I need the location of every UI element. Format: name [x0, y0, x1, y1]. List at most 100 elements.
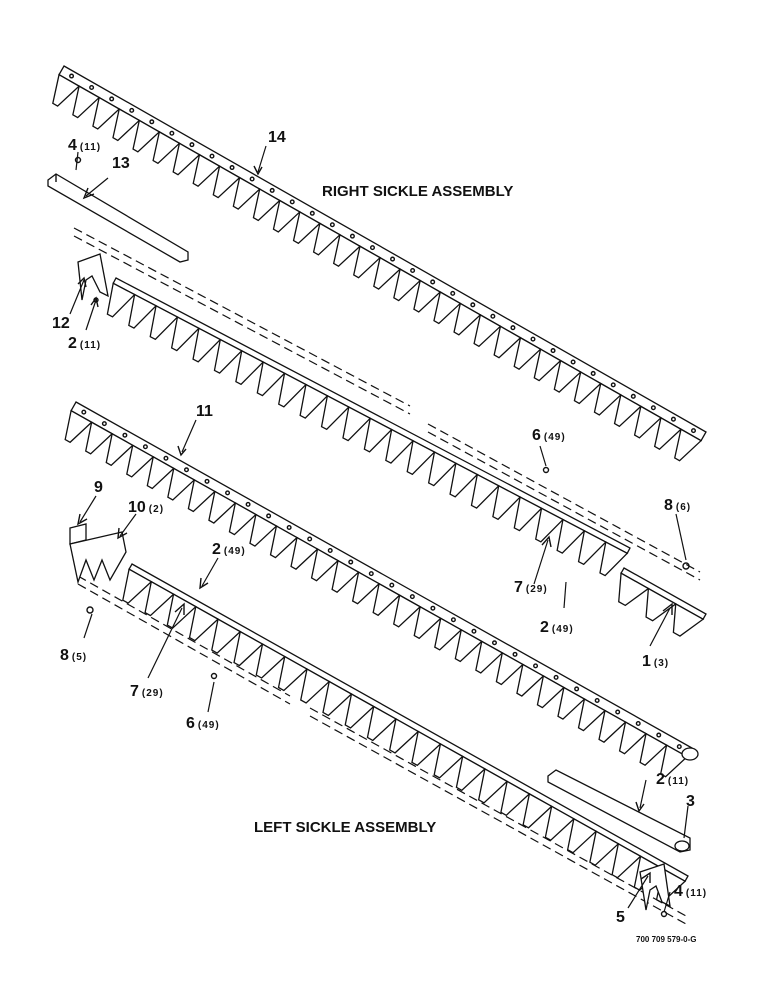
wear-strip-right-1 [73, 227, 411, 415]
knife-section [363, 417, 393, 453]
knife-section [535, 507, 565, 543]
knife-section [385, 428, 415, 464]
rivet [122, 432, 128, 438]
rivet [225, 490, 231, 496]
knife-section [320, 394, 350, 431]
knife-section [106, 282, 136, 318]
rivet [329, 222, 335, 228]
rivet [369, 245, 375, 251]
fastener [660, 910, 668, 918]
knife-section [455, 755, 487, 792]
knife-section [72, 85, 101, 119]
knife-section [598, 709, 627, 743]
rivet [368, 571, 374, 577]
knife-section [477, 767, 509, 804]
knife-section [618, 572, 650, 607]
knife-section [495, 651, 524, 686]
rivet [69, 73, 75, 79]
right-knife-set [106, 277, 631, 577]
sickle-head-section-left [69, 531, 127, 585]
knife-section [187, 478, 216, 513]
rivet [430, 279, 436, 285]
wear-strip-edge [77, 583, 291, 705]
knife-section [322, 680, 353, 717]
knife-section [84, 421, 114, 455]
drawing-number: 700 709 579-0-G [636, 935, 697, 944]
knife-section [256, 361, 286, 397]
knife-section [278, 372, 308, 408]
knife-section [252, 188, 281, 222]
wear-strip-edge [73, 227, 411, 407]
rivet [530, 336, 536, 342]
rivet [610, 382, 616, 388]
callout-4-bottom: 4(11) [674, 883, 707, 900]
knife-section [411, 730, 442, 767]
wear-strip-edge [309, 715, 687, 925]
knife-section [373, 256, 402, 290]
rivet [249, 176, 255, 182]
callout-1: 1(3) [642, 653, 669, 670]
rivet [650, 405, 656, 411]
fastener [74, 156, 82, 164]
knife-section [192, 153, 221, 187]
knife-section [213, 338, 243, 374]
rivet [269, 187, 275, 193]
rivet [670, 416, 676, 422]
rivet [491, 640, 497, 646]
knife-section [228, 501, 257, 536]
rivet [409, 594, 415, 600]
knife-section [112, 107, 141, 142]
fastener [542, 466, 550, 474]
callout-9: 9 [94, 479, 103, 496]
knife-section [434, 617, 463, 651]
rivet [594, 697, 600, 703]
rivet [676, 744, 682, 750]
knife-section [557, 686, 586, 720]
rivet [450, 290, 456, 296]
knife-section [212, 165, 241, 199]
knife-section [613, 393, 642, 428]
knife-section [475, 640, 504, 674]
knife-section [492, 484, 522, 521]
knife-section [272, 199, 301, 233]
knife-section [167, 467, 196, 501]
knife-section [449, 462, 479, 498]
knife-section [132, 119, 161, 153]
rivet [163, 455, 169, 461]
knife-section [566, 817, 598, 854]
callout-6-left: 6(49) [186, 715, 220, 732]
knife-section [406, 439, 436, 476]
knife-section [353, 245, 382, 279]
knife-section [618, 721, 648, 755]
callout-3: 3 [686, 793, 695, 810]
knife-section [536, 674, 565, 709]
knife-section [344, 693, 375, 729]
callout-2-bottom: 2(11) [656, 771, 689, 788]
knife-section [92, 96, 121, 130]
knife-section [351, 571, 381, 605]
rivet [89, 84, 95, 90]
title-left-sickle-assembly: LEFT SICKLE ASSEMBLY [254, 819, 436, 836]
knife-section [388, 717, 420, 754]
knife-section [653, 416, 683, 451]
small-parts [47, 156, 699, 918]
knife-section [577, 529, 607, 566]
rivet [149, 119, 155, 125]
sickle-head-section-right [77, 253, 109, 301]
rivet [229, 165, 235, 171]
knife-section [556, 518, 586, 554]
rivet [615, 709, 621, 715]
knife-section [149, 304, 179, 341]
knife-section [645, 587, 677, 622]
knife-section [513, 496, 543, 532]
rivet [690, 428, 696, 434]
rivet [510, 325, 516, 331]
knife-section [342, 406, 372, 442]
rivet [570, 359, 576, 365]
knife-section [454, 628, 483, 663]
rivet [574, 686, 580, 692]
knife-section [290, 536, 319, 570]
knife-section [513, 336, 542, 370]
callout-8-left: 8(5) [60, 647, 87, 664]
sickle-back-bar [112, 277, 631, 555]
